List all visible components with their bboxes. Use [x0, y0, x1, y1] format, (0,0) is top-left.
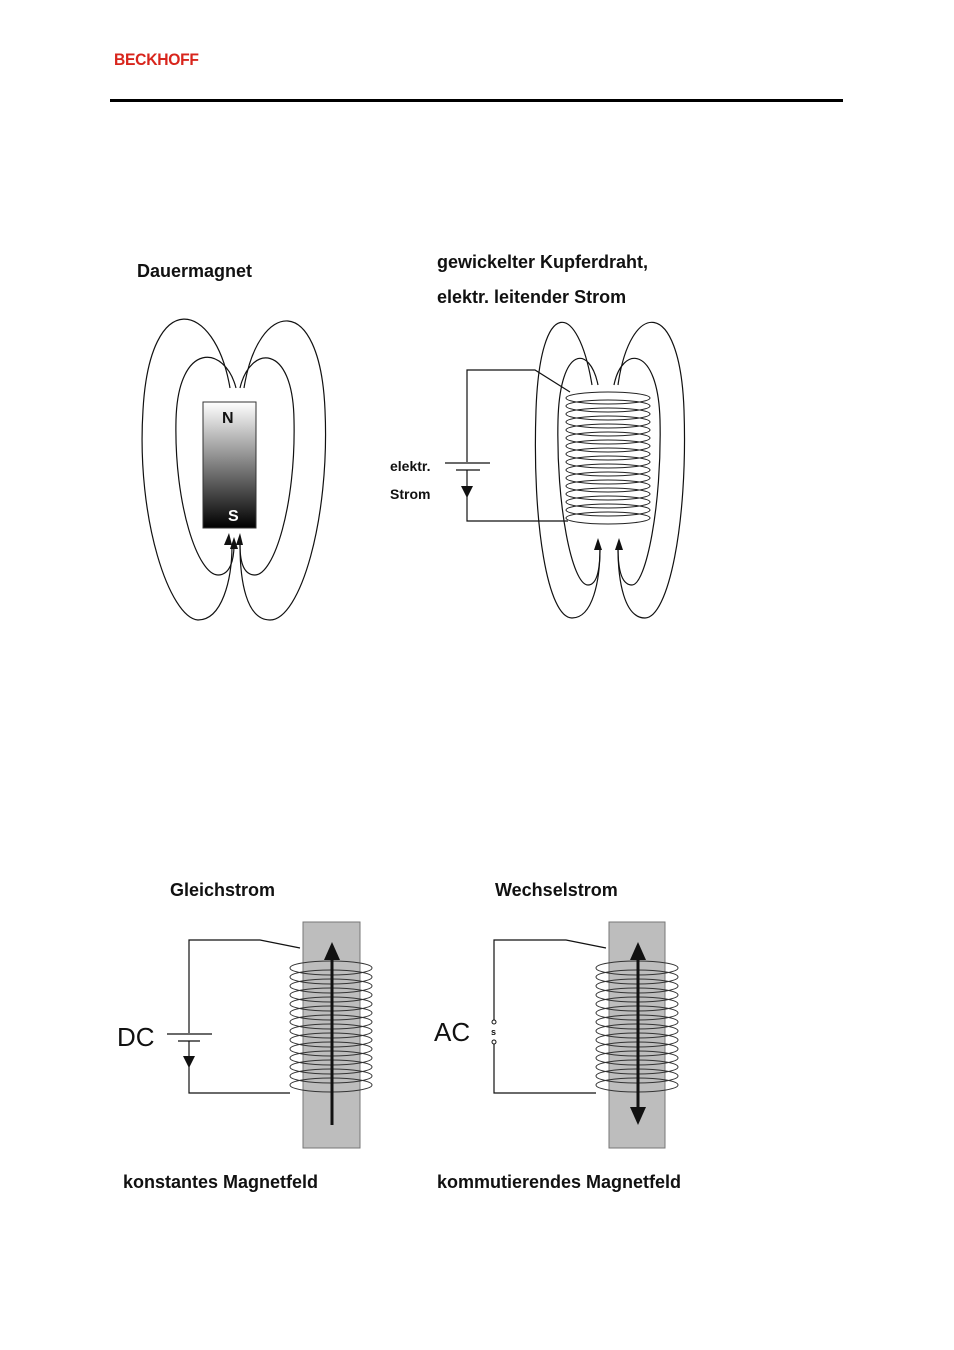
ac-source-label: AC — [434, 1017, 470, 1047]
bar-magnet — [202, 401, 257, 529]
winding-loop — [565, 503, 651, 517]
dc-caption: konstantes Magnetfeld — [123, 1172, 318, 1192]
dc-diagram: Gleichstrom DC konstantes Magnetfeld — [117, 880, 373, 1192]
dc-field-arrow-icon — [324, 942, 340, 960]
winding-loop — [565, 423, 651, 437]
winding-loop — [565, 399, 651, 413]
copper-winding — [565, 391, 651, 525]
winding-loop — [565, 415, 651, 429]
winding-loop — [565, 391, 651, 405]
source-label-line2: Strom — [390, 486, 430, 502]
ac-field-arrow-up-icon — [630, 942, 646, 960]
dc-source-label: DC — [117, 1022, 155, 1052]
dc-title: Gleichstrom — [170, 880, 275, 900]
winding-loop — [565, 511, 651, 525]
field-arrow-icons — [224, 533, 243, 549]
magnet-field-lines — [141, 318, 327, 621]
current-arrow-icon — [461, 486, 473, 498]
ac-field-arrow-down-icon — [630, 1107, 646, 1125]
coil-title-line2: elektr. leitender Strom — [437, 287, 626, 307]
winding-loop — [565, 431, 651, 445]
coil-field-diagram: gewickelter Kupferdraht, elektr. leitend… — [390, 252, 686, 619]
winding-loop — [565, 447, 651, 461]
winding-loop — [565, 407, 651, 421]
coil-title-line1: gewickelter Kupferdraht, — [437, 252, 648, 272]
ac-switch-contact-top — [491, 1019, 497, 1025]
north-pole-label: N — [222, 410, 234, 427]
dc-current-arrow-icon — [183, 1056, 195, 1068]
winding-loop — [565, 471, 651, 485]
beckhoff-logo: BECKHOFF — [114, 50, 199, 69]
coil-circuit-wires — [445, 369, 571, 522]
winding-loop — [565, 495, 651, 509]
coil-field-lines — [534, 321, 686, 619]
ac-circuit-wires — [493, 939, 607, 1094]
winding-loop — [565, 455, 651, 469]
ac-switch-mark: s — [491, 1027, 496, 1037]
winding-loop — [565, 479, 651, 493]
winding-loop — [565, 439, 651, 453]
dc-circuit-wires — [167, 939, 301, 1094]
ac-switch-contact-bottom — [491, 1039, 497, 1045]
header-rule — [110, 99, 843, 102]
ac-title: Wechselstrom — [495, 880, 618, 900]
ac-caption: kommutierendes Magnetfeld — [437, 1172, 681, 1192]
south-pole-label: S — [228, 508, 239, 525]
ac-diagram: Wechselstrom s AC kommutierendes Magnetf… — [434, 880, 681, 1192]
source-label-line1: elektr. — [390, 458, 430, 474]
winding-loop — [565, 487, 651, 501]
permanent-magnet-diagram: Dauermagnet N S — [137, 261, 327, 621]
coil-field-arrow-icons — [594, 538, 623, 550]
winding-loop — [565, 463, 651, 477]
permanent-magnet-title: Dauermagnet — [137, 261, 252, 281]
